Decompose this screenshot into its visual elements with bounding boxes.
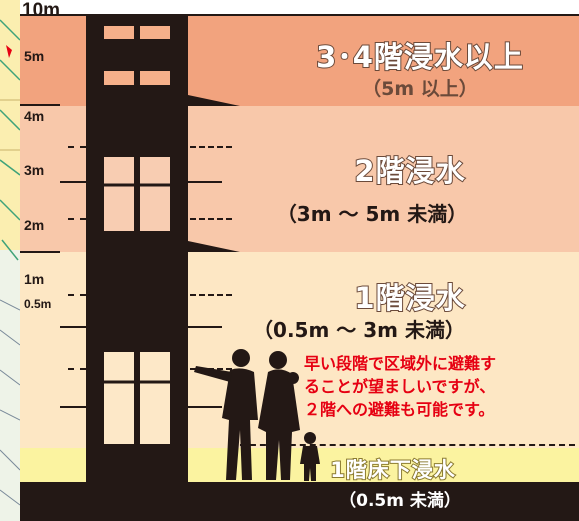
evacuation-note: 早い段階で区域外に避難す ることが望ましいですが、 ２階への避難も可能です。	[304, 352, 579, 421]
zone-sub-2f: （3m ～ 5m 未満）	[276, 202, 468, 226]
note-line-3: ２階への避難も可能です。	[304, 400, 495, 419]
level-line-10m	[20, 14, 579, 16]
level-tick-05m	[60, 326, 86, 328]
level-label-1m: 1m	[24, 271, 45, 287]
zone-title-2f: 2階浸水	[353, 153, 466, 189]
level-tick-3m-right	[188, 181, 222, 183]
level-tick-4m	[20, 104, 60, 106]
level-tick-ground-a	[60, 406, 86, 408]
level-tick-3m	[60, 181, 86, 183]
zone-title-underfloor: 1階床下浸水	[329, 457, 456, 483]
woman-silhouette	[258, 351, 300, 480]
level-label-2m: 2m	[24, 217, 45, 233]
zone-title-1f: 1階浸水	[353, 280, 466, 316]
zone-sub-1f: （0.5m ～ 3m 未満）	[253, 318, 465, 342]
note-line-1: 早い段階で区域外に避難す	[304, 354, 497, 373]
level-label-10m: 10m	[22, 0, 61, 21]
man-silhouette	[194, 349, 258, 480]
level-tick-05m-right	[188, 326, 222, 328]
zone-sub-underfloor: （0.5m 未満）	[339, 491, 461, 511]
zone-title-3-4f: 3･4階浸水以上	[315, 39, 524, 75]
dash-line	[68, 294, 86, 296]
level-tick-ground-b	[188, 406, 222, 408]
dash-line	[190, 146, 232, 148]
dash-line	[68, 146, 86, 148]
dash-line	[68, 368, 86, 370]
map-fragment	[0, 0, 20, 521]
dash-line	[190, 294, 232, 296]
dash-line-floor	[230, 444, 575, 446]
level-label-05m: 0.5m	[24, 297, 52, 311]
level-tick-1m	[20, 251, 60, 253]
ground	[20, 482, 579, 521]
dash-line	[190, 218, 232, 220]
dash-line	[68, 218, 86, 220]
child-silhouette	[300, 432, 320, 481]
zone-sub-3-4f: （5m 以上）	[362, 78, 478, 100]
level-label-3m: 3m	[24, 162, 45, 178]
note-line-2: ることが望ましいですが、	[304, 377, 496, 396]
level-label-4m: 4m	[24, 108, 45, 124]
level-label-5m: 5m	[24, 48, 45, 64]
